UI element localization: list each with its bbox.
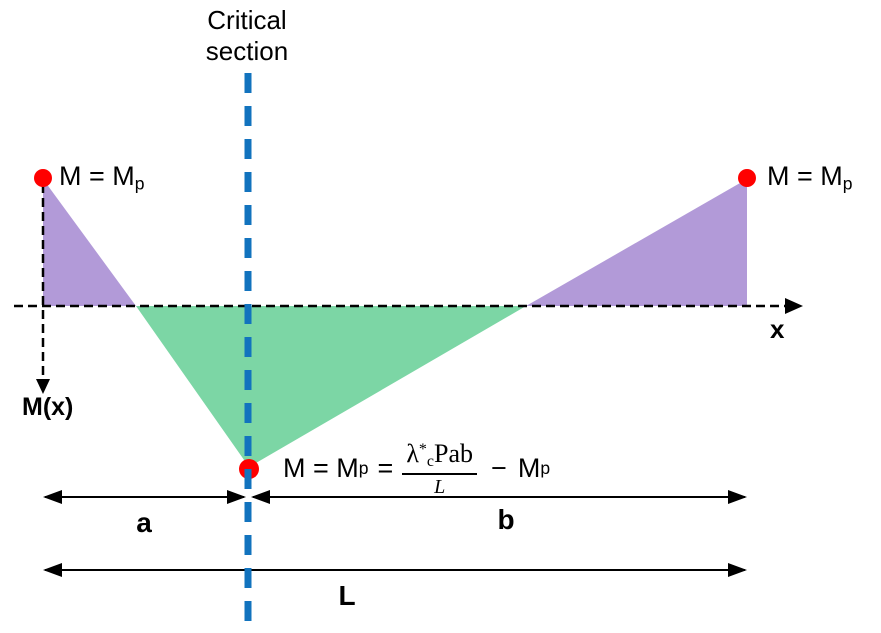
left-hinge-dot bbox=[34, 169, 52, 187]
x-axis-arrowhead bbox=[785, 298, 803, 314]
dim-a-right-arrowhead bbox=[227, 490, 246, 504]
moment-axis-label: M(x) bbox=[22, 393, 74, 421]
left-hogging-region bbox=[43, 179, 136, 306]
dim-b-left-arrowhead bbox=[251, 490, 270, 504]
right-moment-label-base: M = M bbox=[767, 161, 843, 191]
dim-span-left-arrowhead bbox=[43, 563, 62, 577]
formula-rhs: M bbox=[517, 453, 541, 484]
dimension-a-label: a bbox=[136, 507, 152, 538]
critical-section-title-line2: section bbox=[205, 36, 289, 66]
formula-lambda-subscript: c bbox=[426, 453, 435, 470]
dimension-span-label: L bbox=[338, 580, 356, 611]
formula-denominator: L bbox=[434, 475, 446, 498]
dim-b-right-arrowhead bbox=[728, 490, 747, 504]
formula-rhs-subscript: p bbox=[540, 458, 551, 479]
formula-pab-term: Pab bbox=[434, 439, 474, 468]
critical-section-title-line1: Critical bbox=[207, 5, 287, 35]
formula-lambda: λ bbox=[406, 439, 419, 468]
formula-lhs: M = M bbox=[283, 453, 359, 484]
moment-axis-arrowhead bbox=[36, 379, 50, 394]
right-hogging-region bbox=[526, 179, 747, 306]
formula-numerator: λ*cPab bbox=[402, 439, 478, 475]
left-moment-label: M = Mp bbox=[59, 161, 145, 194]
right-moment-label-subscript: p bbox=[842, 173, 853, 194]
dim-a-left-arrowhead bbox=[43, 490, 62, 504]
formula-minus: − bbox=[491, 453, 507, 484]
formula-equals: = bbox=[377, 453, 394, 484]
dimension-b-label: b bbox=[497, 504, 515, 535]
formula-lhs-subscript: p bbox=[358, 458, 369, 479]
dim-span-right-arrowhead bbox=[728, 563, 747, 577]
formula-lambda-superscript: * bbox=[418, 441, 427, 458]
critical-section-title: Critical section bbox=[160, 5, 334, 67]
x-axis-label: x bbox=[770, 314, 785, 344]
right-hinge-dot bbox=[738, 169, 756, 187]
left-moment-label-base: M = M bbox=[59, 161, 135, 191]
formula-fraction: λ*cPab L bbox=[402, 439, 478, 498]
left-moment-label-subscript: p bbox=[134, 173, 145, 194]
right-moment-label: M = Mp bbox=[767, 161, 853, 194]
sagging-region bbox=[136, 306, 526, 467]
